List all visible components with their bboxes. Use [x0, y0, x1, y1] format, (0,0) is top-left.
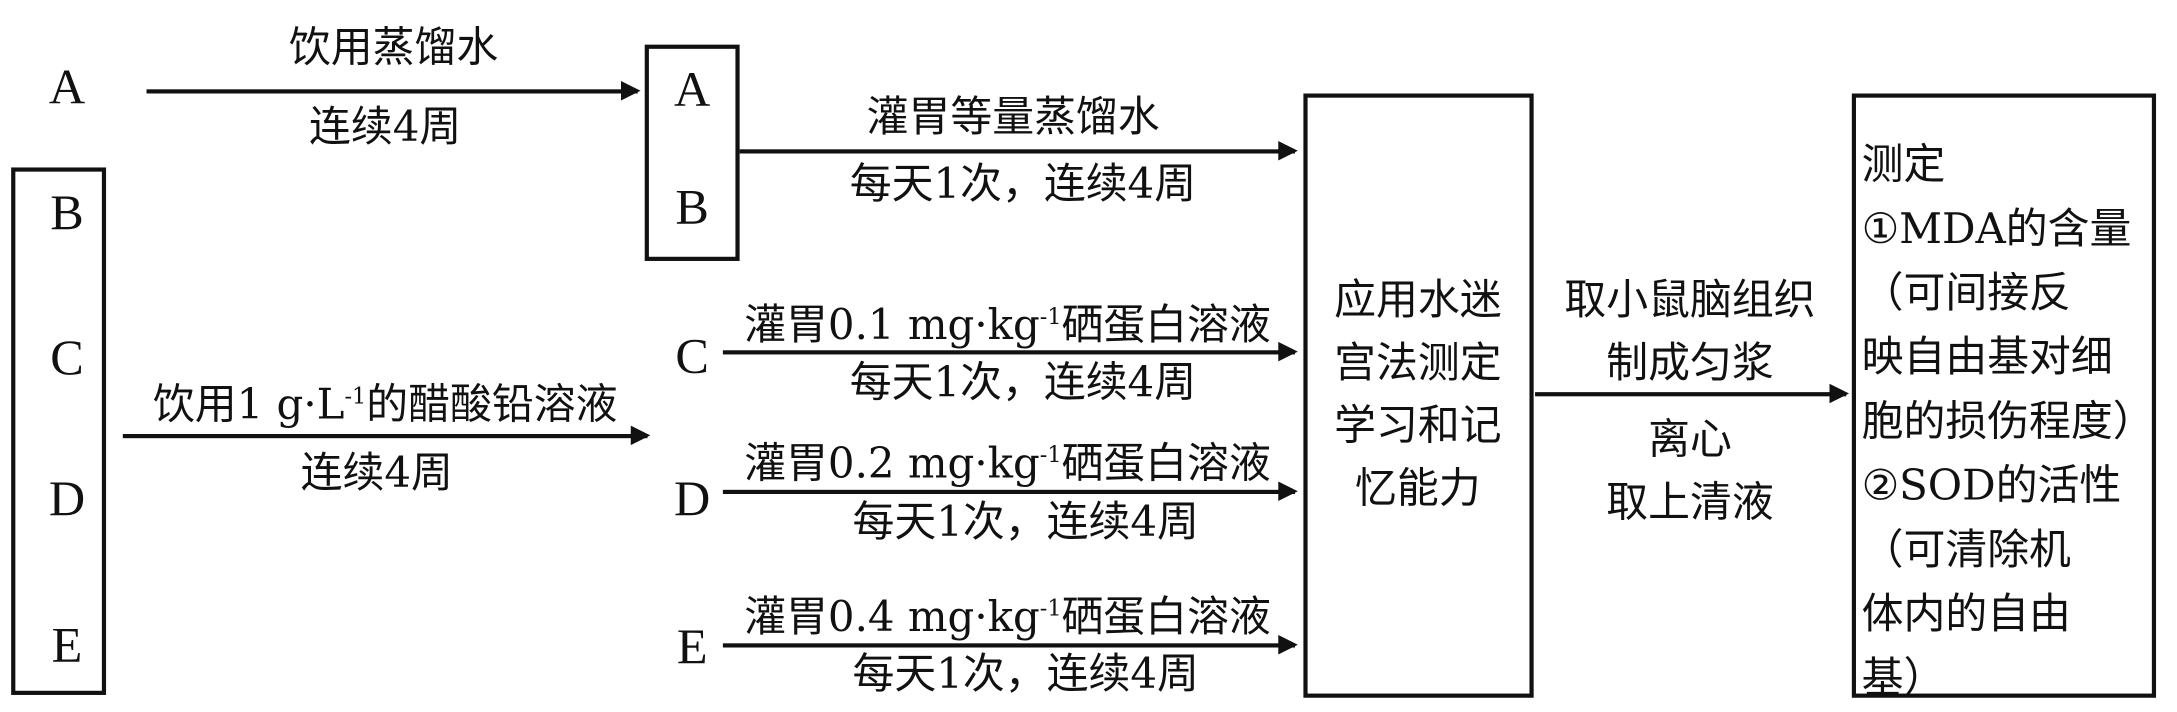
ab-duration-label: 每天1次，连续4周	[849, 160, 1197, 210]
lead-treatment-label: 饮用1 g·L-1的醋酸铅溶液	[152, 380, 618, 430]
centrifuge-label: 离心取上清液	[1606, 415, 1774, 528]
water-maze-box	[1303, 93, 1534, 698]
e-duration-label: 每天1次，连续4周	[852, 650, 1199, 700]
arrow-lead	[122, 425, 651, 446]
group-bcde-box	[11, 167, 107, 695]
group-e-label: E	[51, 616, 83, 673]
a-duration-label: 连续4周	[309, 103, 462, 153]
water-maze-text: 应用水迷宫法测定学习和记忆能力	[1334, 276, 1502, 514]
group-ab-box	[644, 44, 740, 261]
arrow-a	[146, 80, 641, 101]
c-treatment-label: 灌胃0.1 mg·kg-1硒蛋白溶液	[744, 301, 1271, 351]
measurement-box	[1851, 93, 2157, 698]
arrow-ab	[739, 140, 1298, 161]
group-b-label-2: B	[675, 178, 709, 235]
arrow-e	[722, 634, 1298, 655]
a-treatment-label: 饮用蒸馏水	[288, 23, 499, 73]
lead-duration-label: 连续4周	[300, 449, 453, 499]
group-d-label-2: D	[674, 470, 711, 527]
e-treatment-label: 灌胃0.4 mg·kg-1硒蛋白溶液	[744, 593, 1271, 642]
group-e-label-2: E	[676, 618, 708, 675]
group-c-label-2: C	[675, 327, 709, 384]
arrow-d	[722, 481, 1298, 501]
d-duration-label: 每天1次，连续4周	[852, 498, 1199, 548]
group-a-label: A	[48, 58, 86, 115]
ab-treatment-label: 灌胃等量蒸馏水	[866, 93, 1160, 143]
arrow-c	[722, 341, 1298, 362]
d-treatment-label: 灌胃0.2 mg·kg-1硒蛋白溶液	[744, 439, 1271, 489]
group-c-label: C	[50, 329, 84, 386]
group-a-label-2: A	[674, 61, 711, 118]
group-d-label: D	[48, 470, 86, 527]
homogenize-label: 取小鼠脑组织制成匀浆	[1564, 276, 1816, 388]
group-b-label: B	[50, 184, 84, 241]
arrow-to-measure	[1535, 383, 1850, 404]
c-duration-label: 每天1次，连续4周	[849, 358, 1197, 408]
